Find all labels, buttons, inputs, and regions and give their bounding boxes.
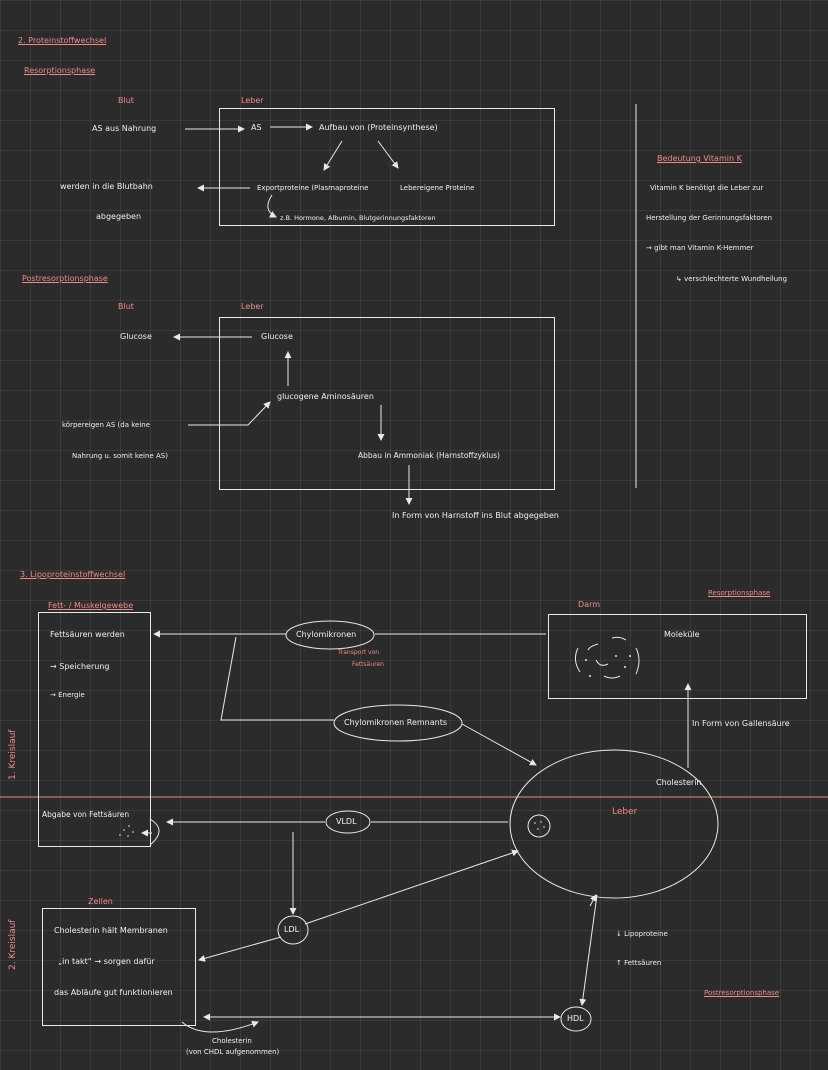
oval-chylomikronen: Chylomikronen bbox=[296, 630, 357, 639]
text-fettsaeuren: ↑ Fettsäuren bbox=[616, 959, 662, 967]
text-beispiele: z.B. Hormone, Albumin, Blutgerinnungsfak… bbox=[280, 214, 436, 222]
text-chol-bottom-2: (von CHDL aufgenommen) bbox=[186, 1048, 280, 1056]
text-fettsaeuren-werden: Fettsäuren werden bbox=[50, 630, 125, 639]
vitamin-line-4: ↳ verschlechterte Wundheilung bbox=[676, 275, 788, 283]
oval-vldl: VLDL bbox=[336, 817, 357, 826]
heading-postresorptionsphase: Postresorptionsphase bbox=[22, 274, 108, 283]
darm-box bbox=[548, 614, 807, 699]
text-nahrung: Nahrung u. somit keine AS) bbox=[72, 452, 168, 460]
text-speicherung: → Speicherung bbox=[50, 662, 110, 671]
text-molekuele: Moleküle bbox=[664, 630, 700, 639]
text-chol-halt: Cholesterin hält Membranen bbox=[54, 926, 168, 935]
fettgewebe-box bbox=[38, 612, 151, 847]
text-in-takt: „in takt“ → sorgen dafür bbox=[58, 957, 155, 966]
label-blut-2: Blut bbox=[118, 302, 134, 311]
label-kreislauf-1: 1. Kreislauf bbox=[8, 729, 18, 780]
oval-remnants: Chylomikronen Remnants bbox=[344, 718, 448, 727]
label-leber-2: Leber bbox=[241, 302, 264, 311]
text-as-nahrung: AS aus Nahrung bbox=[92, 124, 157, 133]
label-resorptionsphase-2: Resorptionsphase bbox=[708, 589, 771, 597]
leber-box-resorption bbox=[219, 108, 555, 226]
vitamin-line-2: Herstellung der Gerinnungsfaktoren bbox=[646, 214, 773, 222]
label-kreislauf-2: 2. Kreislauf bbox=[8, 919, 18, 970]
oval-ldl: LDL bbox=[284, 925, 300, 934]
text-werden: werden in die Blutbahn bbox=[60, 182, 153, 191]
vitamin-line-1: Vitamin K benötigt die Leber zur bbox=[650, 184, 764, 192]
section-title-protein: 2. Proteinstoffwechsel bbox=[18, 36, 107, 45]
text-as: AS bbox=[251, 123, 262, 132]
zellen-box bbox=[42, 908, 196, 1026]
text-cholesterin: Cholesterin bbox=[656, 778, 702, 787]
label-postresorptionsphase-2: Postresorptionsphase bbox=[704, 989, 780, 997]
label-fettgewebe: Fett- / Muskelgewebe bbox=[48, 601, 134, 610]
text-lipoproteine: ↓ Lipoproteine bbox=[616, 930, 668, 938]
text-transport-2: Fettsäuren bbox=[352, 661, 384, 668]
text-glucose-leber: Glucose bbox=[261, 332, 293, 341]
text-abbau: Abbau in Ammoniak (Harnstoffzyklus) bbox=[358, 451, 500, 460]
text-chol-bottom-1: Cholesterin bbox=[212, 1037, 252, 1045]
oval-hdl: HDL bbox=[567, 1014, 584, 1023]
text-koerpereigen: körpereigen AS (da keine bbox=[62, 421, 151, 429]
leber-box-postresorption bbox=[219, 317, 555, 490]
section-title-lipoprotein: 3. Lipoproteinstoffwechsel bbox=[20, 570, 126, 579]
text-harnstoff: In Form von Harnstoff ins Blut abgegeben bbox=[392, 511, 559, 520]
text-aufbau: Aufbau von (Proteinsynthese) bbox=[319, 123, 438, 132]
label-leber: Leber bbox=[241, 96, 264, 105]
text-glucose-blut: Glucose bbox=[120, 332, 152, 341]
text-energie: → Energie bbox=[50, 691, 85, 699]
text-abgegeben: abgegeben bbox=[96, 212, 142, 221]
label-leber-lipid: Leber bbox=[612, 807, 638, 817]
text-gallensaeure: In Form von Gallensäure bbox=[692, 719, 790, 728]
text-ablaeufe: das Abläufe gut funktionieren bbox=[54, 988, 173, 997]
label-zellen: Zellen bbox=[88, 897, 113, 906]
text-exportproteine: Exportproteine (Plasmaproteine bbox=[257, 184, 369, 192]
heading-resorptionsphase: Resorptionsphase bbox=[24, 66, 96, 75]
label-blut: Blut bbox=[118, 96, 134, 105]
text-glucogene: glucogene Aminosäuren bbox=[277, 392, 374, 401]
text-abgabe: Abgabe von Fettsäuren bbox=[42, 810, 130, 819]
text-lebereigene: Lebereigene Proteine bbox=[400, 184, 475, 192]
vitamin-line-3: → gibt man Vitamin K-Hemmer bbox=[646, 244, 754, 252]
vitamin-title: Bedeutung Vitamin K bbox=[657, 154, 742, 163]
label-darm: Darm bbox=[578, 600, 601, 609]
text-transport-1: Transport von bbox=[338, 649, 380, 656]
